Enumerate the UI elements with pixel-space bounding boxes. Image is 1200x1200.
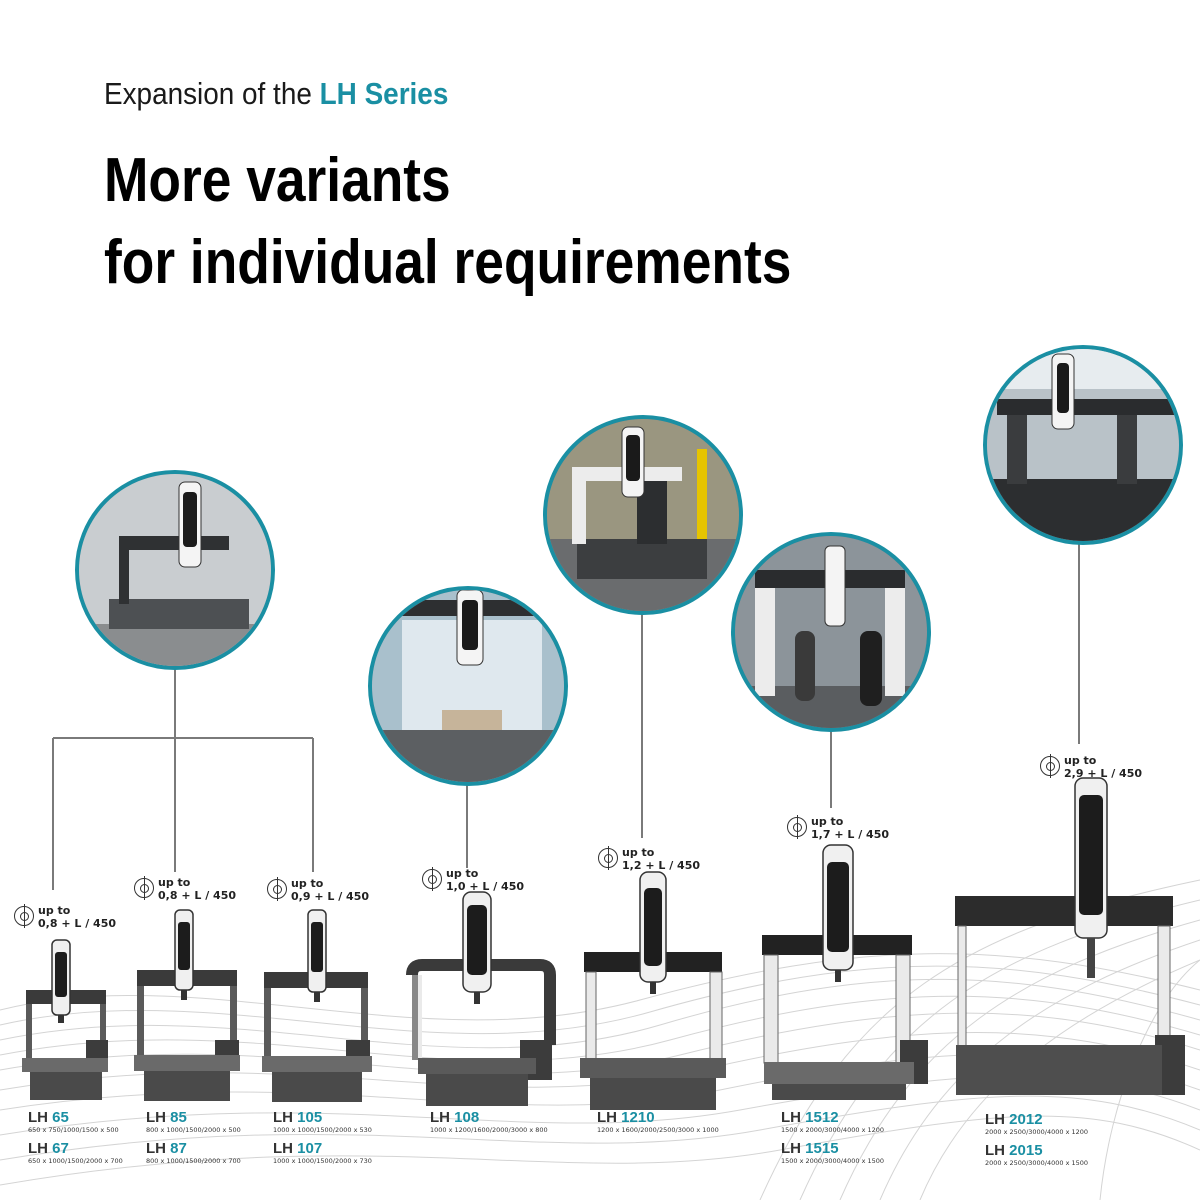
model-lh107: LH 107 1000 x 1000/1500/2000 x 730 <box>273 1140 372 1165</box>
model-lh2012: LH 2012 2000 x 2500/3000/4000 x 1200 <box>985 1111 1089 1136</box>
subtitle-prefix: Expansion of the <box>104 76 312 111</box>
photo-lh1512 <box>731 532 931 732</box>
photo-lh65 <box>75 470 275 670</box>
machine-lh85 <box>134 909 240 1101</box>
headline: More variants for individual requirement… <box>104 140 791 304</box>
precision-target-icon <box>1040 754 1060 778</box>
precision-target-icon <box>598 846 618 870</box>
machine-lh1512 <box>762 844 928 1100</box>
photo-lh1210 <box>543 415 743 615</box>
model-lh2015: LH 2015 2000 x 2500/3000/4000 x 1500 <box>985 1142 1089 1167</box>
machine-lh2015 <box>955 777 1185 1095</box>
model-lh87: LH 87 800 x 1000/1500/2000 x 700 <box>146 1140 241 1165</box>
model-lh1515: LH 1515 1500 x 2000/3000/4000 x 1500 <box>781 1140 885 1165</box>
machine-lh1210 <box>580 871 726 1110</box>
headline-line-1: More variants <box>104 146 451 215</box>
model-lh65: LH 65 650 x 750/1000/1500 x 500 <box>28 1109 119 1134</box>
subtitle: Expansion of the LH Series <box>104 76 448 112</box>
machine-lh105 <box>262 909 372 1102</box>
headline-line-2: for individual requirements <box>104 228 792 297</box>
precision-target-icon <box>422 867 442 891</box>
machine-lh108 <box>406 891 556 1106</box>
precision-target-icon <box>14 904 34 928</box>
photo-lh2015 <box>983 345 1183 545</box>
connector-65 <box>52 668 313 890</box>
precision-target-icon <box>134 876 154 900</box>
model-lh67: LH 67 650 x 1000/1500/2000 x 700 <box>28 1140 123 1165</box>
model-lh1210: LH 1210 1200 x 1600/2000/2500/3000 x 100… <box>597 1109 719 1134</box>
model-lh108: LH 108 1000 x 1200/1600/2000/3000 x 800 <box>430 1109 548 1134</box>
model-lh85: LH 85 800 x 1000/1500/2000 x 500 <box>146 1109 241 1134</box>
machine-lh65 <box>22 939 108 1100</box>
precision-target-icon <box>787 815 807 839</box>
model-lh1512: LH 1512 1500 x 2000/3000/4000 x 1200 <box>781 1109 885 1134</box>
model-lh105: LH 105 1000 x 1000/1500/2000 x 530 <box>273 1109 372 1134</box>
precision-target-icon <box>267 877 287 901</box>
subtitle-series: LH Series <box>319 76 449 111</box>
